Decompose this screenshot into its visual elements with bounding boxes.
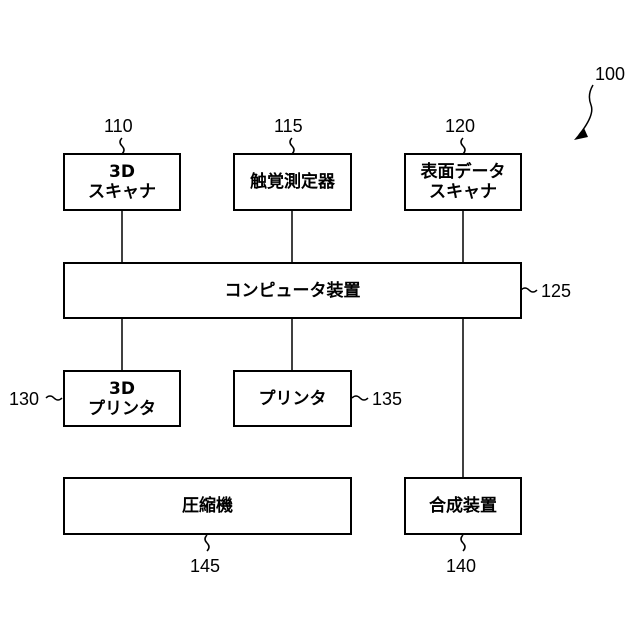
ref-140: 140	[446, 556, 476, 576]
ref-135: 135	[372, 389, 402, 409]
leader-110	[120, 138, 124, 154]
leader-140	[461, 535, 465, 551]
block-synthesizer: 合成装置	[404, 477, 522, 535]
block-3d-scanner: 3D スキャナ	[63, 153, 181, 211]
block-computer-device: コンピュータ装置	[63, 262, 522, 319]
leader-135	[352, 396, 368, 400]
block-compressor: 圧縮機	[63, 477, 352, 535]
ref-120: 120	[445, 116, 475, 136]
ref-110: 110	[104, 116, 133, 136]
leader-145	[205, 535, 209, 551]
figure-ref-arrowhead	[574, 128, 588, 140]
leader-115	[290, 138, 294, 154]
block-3d-printer: 3D プリンタ	[63, 370, 181, 427]
block-surface-data-scanner: 表面データ スキャナ	[404, 153, 522, 211]
leader-130	[46, 396, 62, 400]
block-printer: プリンタ	[233, 370, 352, 427]
figure-ref-number: 100	[595, 64, 625, 84]
figure-ref-arrow	[579, 85, 593, 135]
leader-125	[521, 288, 537, 292]
ref-115: 115	[274, 116, 303, 136]
leader-120	[461, 138, 465, 154]
ref-125: 125	[541, 281, 571, 301]
ref-145: 145	[190, 556, 220, 576]
ref-130: 130	[9, 389, 39, 409]
block-tactile-meter: 触覚測定器	[233, 153, 352, 211]
